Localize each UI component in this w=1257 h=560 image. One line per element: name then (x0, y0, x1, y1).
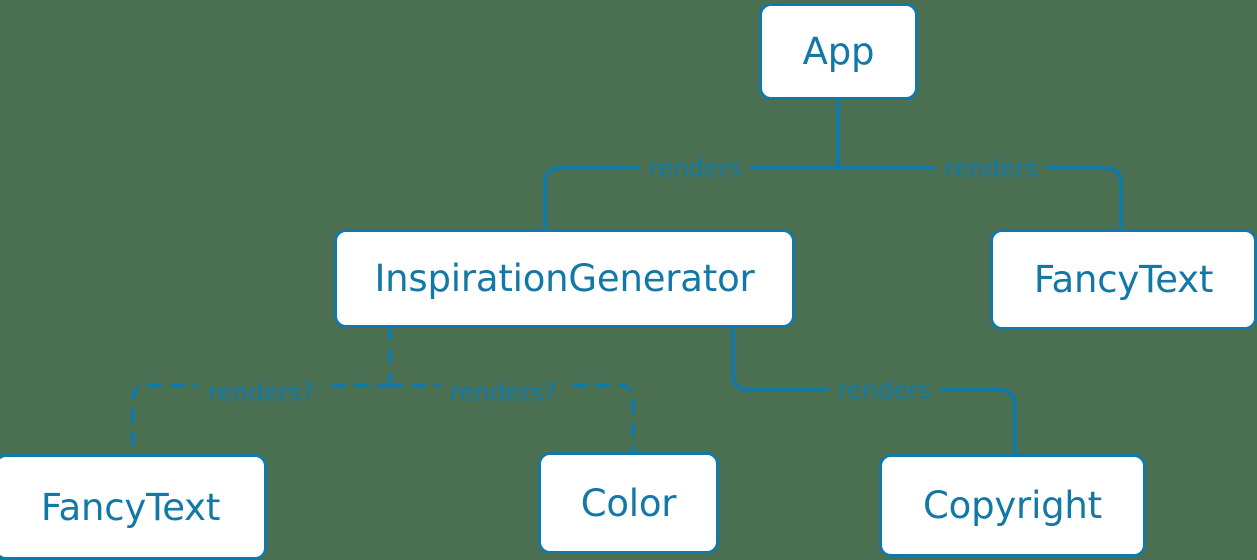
edge-label-inspgen-fancytext-left: renders? (198, 379, 324, 405)
node-copyright[interactable]: Copyright (879, 454, 1146, 557)
edge-inspgen-color (388, 383, 635, 454)
node-inspiration-generator[interactable]: InspirationGenerator (334, 229, 795, 328)
edge-app-inspgen (543, 166, 840, 231)
node-fancytext-right[interactable]: FancyText (990, 229, 1257, 330)
edge-label-inspgen-color: renders? (440, 379, 566, 405)
node-fancytext-left[interactable]: FancyText (0, 454, 267, 560)
edge-label-inspgen-copyright: renders (828, 377, 940, 403)
edge-inspgen-fancytext-left (131, 383, 392, 456)
edge-label-app-fancytext-right: renders (935, 155, 1047, 181)
edge-app-fancytext-right (836, 166, 1123, 231)
edge-label-app-inspgen: renders (639, 155, 751, 181)
node-app[interactable]: App (759, 3, 918, 100)
node-color[interactable]: Color (538, 452, 719, 554)
